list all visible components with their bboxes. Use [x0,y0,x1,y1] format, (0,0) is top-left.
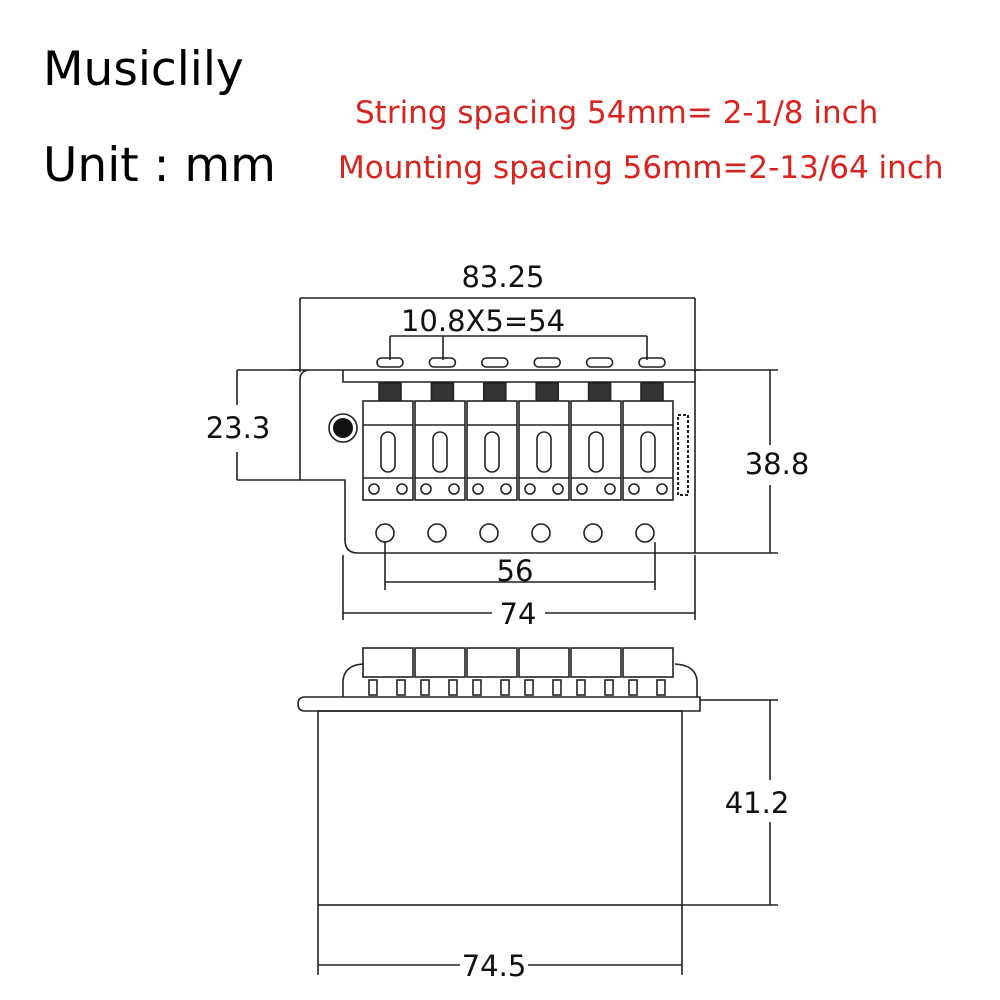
saddle-slot [640,431,656,473]
label-plate-width: 74 [500,597,537,631]
side-base-plate [297,696,701,712]
saddle-spring [587,382,612,402]
dimension-labels: 83.25 10.8X5=54 23.3 38.8 56 74 41.2 74.… [206,260,810,983]
side-saddle [622,647,674,696]
string-spacing-note: String spacing 54mm= 2-1/8 inch [355,95,879,131]
intonation-screw-head [585,357,614,368]
side-saddle [466,647,518,696]
height-screw [368,483,380,495]
height-screw [472,483,484,495]
label-depth: 38.8 [745,447,810,481]
sustain-block [317,710,683,906]
saddle-slot [484,431,500,473]
saddle [518,357,570,501]
height-screw [420,483,432,495]
height-screw [628,483,640,495]
dim-line-mounting [384,542,656,590]
height-screw [524,483,536,495]
tremolo-arm-socket-icon [677,414,689,496]
side-saddle [362,647,414,696]
saddle-slot [380,431,396,473]
string-hole [427,523,447,543]
label-block-height: 41.2 [725,786,790,820]
dim-line-block-width [317,905,683,975]
saddle-spring [430,382,455,402]
saddle-slot [432,431,448,473]
label-overall-width: 83.25 [461,260,544,294]
string-hole [531,523,551,543]
side-plate-ends [342,663,698,697]
top-view [236,297,778,620]
intonation-screw-head [480,357,509,368]
saddle [466,357,518,501]
string-hole [583,523,603,543]
height-screw [576,483,588,495]
saddle [622,357,674,501]
height-screw [500,483,512,495]
label-string-spacing: 10.8X5=54 [401,304,565,338]
side-saddle [570,647,622,696]
saddle-body [570,400,622,501]
saddle [362,357,414,501]
saddle-slot [588,431,604,473]
saddle-spring [535,382,560,402]
height-screw [604,483,616,495]
dim-line-front-height [236,369,300,481]
height-screw [448,483,460,495]
string-hole [479,523,499,543]
saddle-spring [378,382,402,402]
saddle-body [518,400,570,501]
dim-line-plate-width [342,555,696,620]
intonation-screw-head [428,357,457,368]
saddle-spring [640,382,664,402]
mounting-spacing-note: Mounting spacing 56mm=2-13/64 inch [338,150,944,186]
dim-line-block-height [682,699,778,906]
intonation-screw-head [638,357,666,368]
saddle [414,357,466,501]
height-screw [656,483,668,495]
base-plate-outline [290,369,700,554]
height-screw [552,483,564,495]
label-front-height: 23.3 [206,411,271,445]
height-screw [396,483,408,495]
pivot-hole [328,413,358,443]
side-saddle [518,647,570,696]
brand-name: Musiclily [43,42,244,97]
intonation-screw-head [533,357,562,368]
side-saddle [414,647,466,696]
dim-line-string-spacing [389,335,648,360]
side-view [297,647,778,975]
string-hole [635,523,655,543]
saddle-body [466,400,518,501]
unit-label: Unit : mm [43,138,276,193]
saddle-slot [536,431,552,473]
intonation-screw-head [376,357,404,368]
saddle [570,357,622,501]
dim-line-depth [695,369,778,554]
saddle-body [622,400,674,501]
label-mounting-spacing: 56 [497,554,534,588]
saddle-spring [482,382,507,402]
saddle-body [362,400,414,501]
label-block-width: 74.5 [462,949,527,983]
saddle-body [414,400,466,501]
dim-line-overall-width [299,297,696,372]
string-hole [375,523,395,543]
